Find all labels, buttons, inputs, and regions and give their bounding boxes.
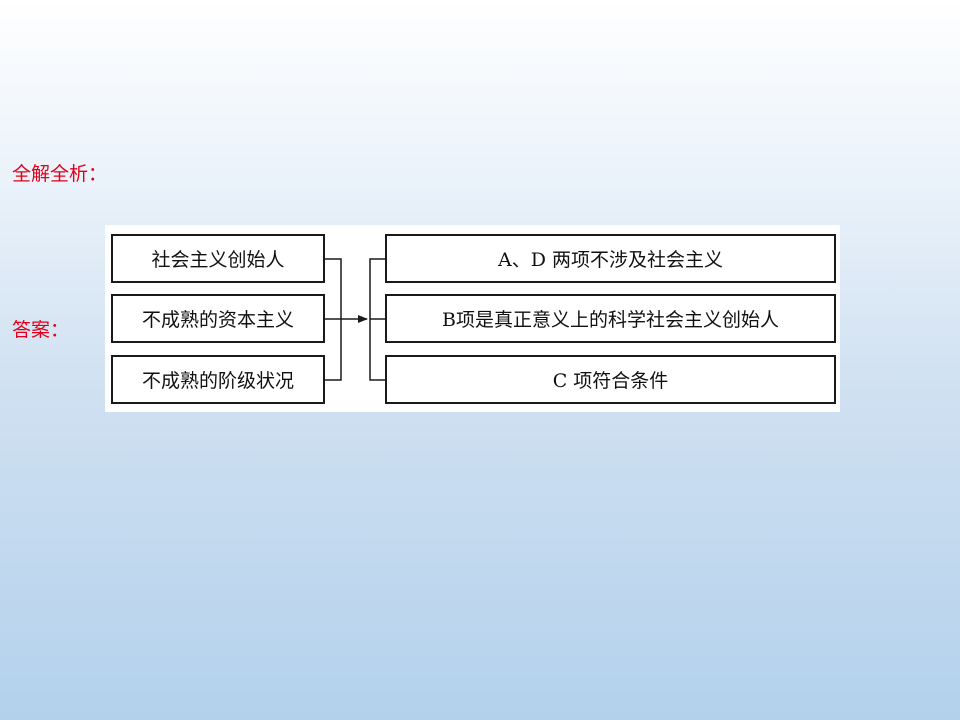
answer-label: 答案： (12, 319, 70, 341)
left-box-founder: 社会主义创始人 (111, 234, 325, 283)
right-box-option-b-text: B项是真正意义上的科学社会主义创始人 (442, 309, 779, 331)
analysis-label: 全解全析： (12, 163, 108, 185)
right-box-option-c: C 项符合条件 (385, 355, 836, 404)
diagram-panel: 社会主义创始人 不成熟的资本主义 不成熟的阶级状况 A、D 两项不涉及社会主义 … (105, 225, 840, 412)
right-box-option-ad-text: A、D 两项不涉及社会主义 (498, 249, 723, 271)
left-box-immature-class-text: 不成熟的阶级状况 (141, 370, 294, 392)
left-box-immature-capitalism: 不成熟的资本主义 (111, 294, 325, 343)
right-box-option-ad: A、D 两项不涉及社会主义 (385, 234, 836, 283)
right-box-option-b: B项是真正意义上的科学社会主义创始人 (385, 294, 836, 343)
left-box-founder-text: 社会主义创始人 (151, 249, 285, 271)
right-box-option-c-text: C 项符合条件 (552, 370, 669, 392)
diagram-connectors (325, 258, 385, 381)
left-box-immature-capitalism-text: 不成熟的资本主义 (141, 309, 294, 331)
arrow-head (358, 315, 368, 323)
left-box-immature-class: 不成熟的阶级状况 (111, 355, 325, 404)
